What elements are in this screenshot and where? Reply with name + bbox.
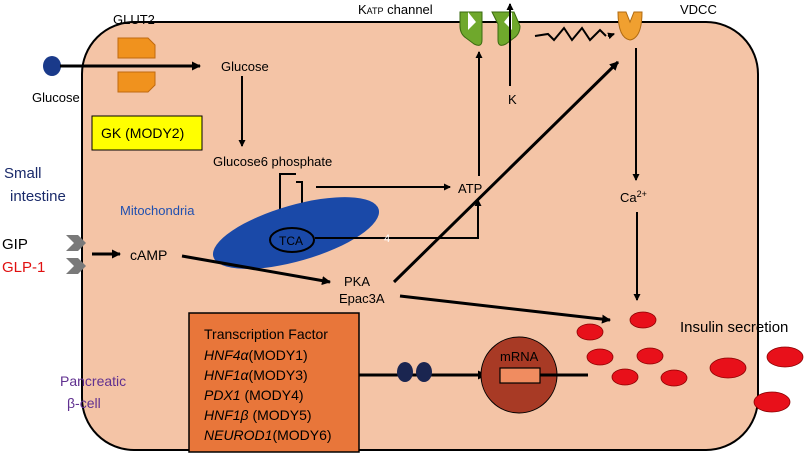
glucose-outside-label: Glucose: [32, 90, 80, 105]
mitochondria-label: Mitochondria: [120, 203, 195, 218]
g6p-to-tca-arrow: [276, 173, 296, 225]
gk-box: [91, 115, 203, 151]
transcription-factor-box: [188, 312, 360, 453]
insulin-granule: [766, 346, 804, 368]
glucose-inside-label: Glucose: [221, 59, 269, 74]
small-intestine-label-1: Small: [4, 165, 42, 182]
incretin-receptor-icon: [66, 235, 86, 274]
insulin-granule: [611, 368, 639, 386]
pancreatic-label-2: β-cell: [67, 395, 101, 411]
glut2-transporter: [117, 37, 156, 93]
gip-label: GIP: [2, 236, 28, 253]
tf-row: HNF4α(MODY1): [204, 347, 308, 363]
epac-label: Epac3A: [339, 291, 385, 306]
tf-row: NEUROD1(MODY6): [204, 427, 332, 443]
tf-row: HNF1β (MODY5): [204, 407, 312, 423]
tf-row: PDX1 (MODY4): [204, 387, 304, 403]
mrna-gene-box: [499, 367, 541, 384]
faint-marker: 4: [384, 233, 390, 245]
camp-to-pka-arrow: [181, 254, 331, 286]
tca-cycle: [269, 227, 315, 253]
tca-label: TCA: [279, 234, 303, 248]
insulin-granule: [636, 347, 664, 365]
pancreatic-label-1: Pancreatic: [60, 373, 126, 389]
glut2-label: GLUT2: [113, 12, 155, 27]
glucose6p-label: Glucose6 phosphate: [213, 154, 332, 169]
epac-to-secretion-arrow: [399, 294, 611, 324]
mrna-label: mRNA: [500, 349, 539, 364]
insulin-secretion-label: Insulin secretion: [680, 319, 788, 336]
gk-label: GK (MODY2): [101, 125, 184, 141]
camp-label: cAMP: [130, 247, 167, 263]
tca-to-atp-arrow: [315, 199, 482, 239]
pka-label: PKA: [344, 274, 370, 289]
insulin-granule: [629, 311, 657, 329]
insulin-granule: [660, 369, 688, 387]
dna-binding-icon: [397, 362, 432, 382]
glucose-molecule-icon: [43, 56, 61, 76]
katp-label: KATP channel: [358, 2, 433, 17]
small-intestine-label-2: intestine: [10, 188, 66, 205]
pka-to-vdcc-arrow: [392, 60, 620, 284]
tf-row: HNF1α(MODY3): [204, 367, 308, 383]
k-ion-label: K: [508, 92, 517, 107]
transcription-title: Transcription Factor: [204, 326, 328, 342]
insulin-granule: [586, 348, 614, 366]
depolarization-squiggle: [534, 26, 607, 42]
depolarization-dash: [607, 32, 615, 40]
insulin-granule: [753, 391, 791, 413]
transcription-rows: HNF4α(MODY1) HNF1α(MODY3) PDX1 (MODY4) H…: [204, 347, 332, 443]
vdcc-channel-icon: [617, 11, 643, 41]
glp1-label: GLP-1: [2, 259, 45, 276]
vdcc-label: VDCC: [680, 2, 717, 17]
beta-cell-membrane: [81, 21, 759, 451]
ca-label: Ca2+: [620, 189, 647, 205]
insulin-granule: [576, 323, 604, 341]
atp-label: ATP: [458, 181, 482, 196]
insulin-granule: [709, 357, 747, 379]
insulin-granules: [576, 311, 804, 413]
mitochondria: [212, 197, 380, 269]
